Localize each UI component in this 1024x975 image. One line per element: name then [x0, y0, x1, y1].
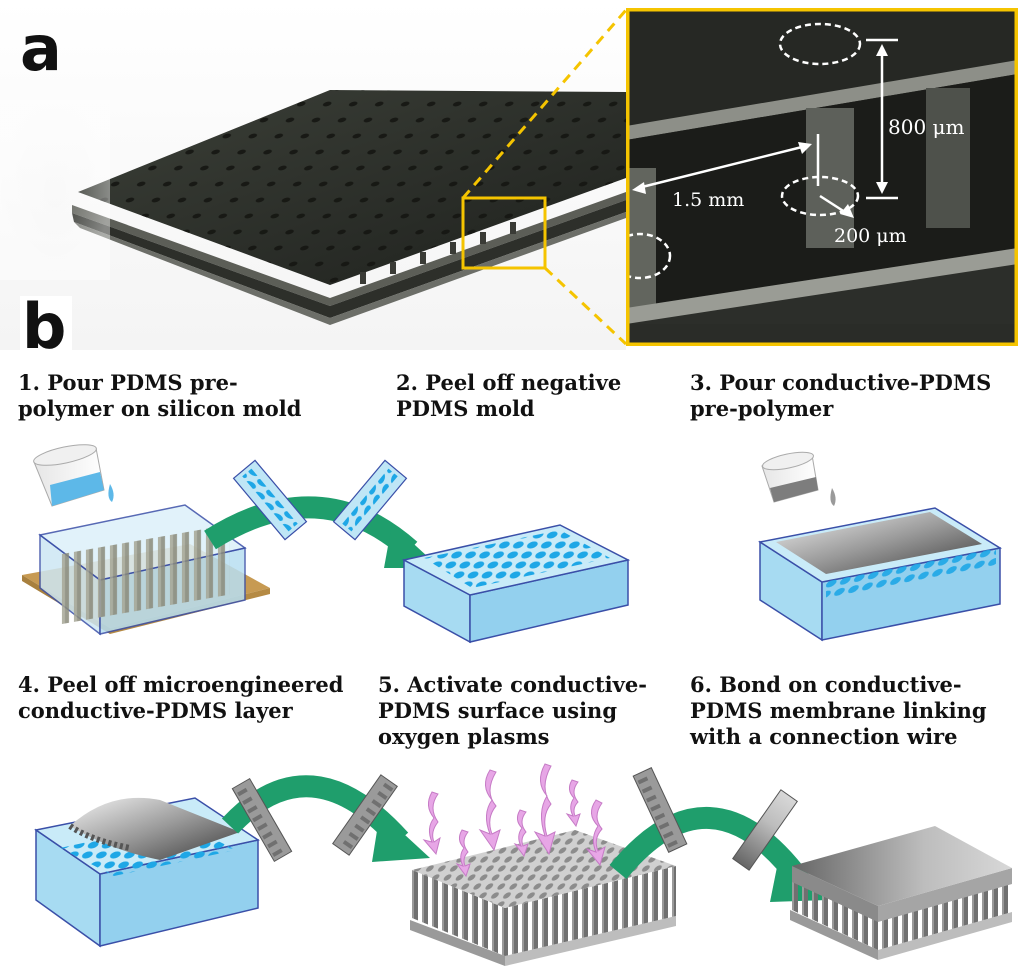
pillar-array-plasma-activation	[410, 830, 676, 966]
zoom-inset: 800 μm 1.5 mm 200 μm	[626, 8, 1018, 346]
step-1-label: 1. Pour PDMS pre- polymer on silicon mol…	[18, 370, 302, 421]
panel-a-letter: a	[20, 12, 62, 85]
silicon-mold-with-pdms	[22, 504, 270, 636]
pour-cup-icon	[33, 444, 114, 507]
step-6-label: 6. Bond on conductive- PDMS membrane lin…	[690, 672, 987, 749]
bonded-sensor-device	[790, 826, 1012, 960]
membrane-flipping	[632, 767, 798, 871]
conductive-layer-flipping	[231, 774, 398, 863]
spacing-measurement: 1.5 mm	[672, 189, 744, 211]
step-3-label: 3. Pour conductive-PDMS pre-polymer	[690, 370, 992, 421]
peeling-conductive-layer	[34, 797, 260, 948]
oxygen-plasma-icon	[422, 763, 606, 878]
step-2-label: 2. Peel off negative PDMS mold	[396, 370, 622, 421]
diameter-measurement: 200 μm	[834, 225, 907, 247]
fabrication-process-diagram	[22, 444, 1012, 966]
device-photo	[0, 0, 628, 350]
step-4-label: 4. Peel off microengineered conductive-P…	[18, 672, 344, 723]
pour-cup-icon-2	[761, 451, 836, 506]
panel-b-letter: b	[20, 296, 73, 358]
conductive-pdms-on-mold	[758, 507, 1003, 642]
negative-mold-flipping	[232, 459, 408, 541]
negative-pdms-mold	[401, 524, 631, 644]
height-measurement: 800 μm	[888, 115, 965, 139]
step-5-label: 5. Activate conductive- PDMS surface usi…	[378, 672, 647, 749]
